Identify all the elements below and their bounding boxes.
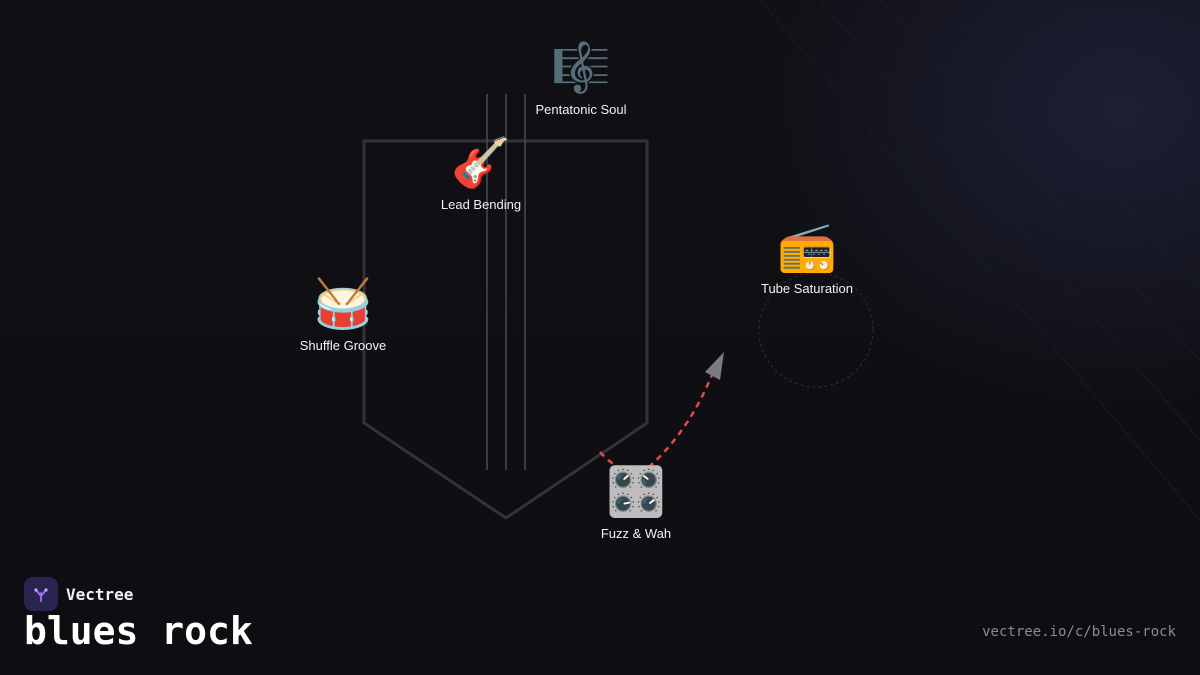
arrow-head <box>705 352 724 380</box>
pick-outline <box>362 139 649 520</box>
brand[interactable]: Vectree <box>24 577 133 611</box>
brand-name: Vectree <box>66 584 134 604</box>
sprout-icon <box>24 577 58 611</box>
node-fuzz-wah[interactable]: 🎛️ Fuzz & Wah <box>601 464 671 541</box>
guitar-icon: 🎸 <box>451 135 511 191</box>
connection-edge <box>599 369 716 472</box>
node-label: Shuffle Groove <box>299 338 387 353</box>
node-label: Lead Bending <box>440 197 522 212</box>
topic-title: blues rock <box>24 609 253 653</box>
musical-score-icon: 🎼 <box>551 40 611 96</box>
radio-icon: 📻 <box>777 219 837 275</box>
drum-icon: 🥁 <box>313 276 373 332</box>
node-label: Pentatonic Soul <box>535 102 627 117</box>
node-shuffle-groove[interactable]: 🥁 Shuffle Groove <box>300 276 386 353</box>
control-knobs-icon: 🎛️ <box>606 464 666 520</box>
node-label: Fuzz & Wah <box>600 526 672 541</box>
node-lead-bending[interactable]: 🎸 Lead Bending <box>441 135 521 212</box>
halo-circle <box>758 272 874 388</box>
page-url[interactable]: vectree.io/c/blues-rock <box>982 624 1176 640</box>
node-tube-saturation[interactable]: 📻 Tube Saturation <box>761 219 853 296</box>
node-pentatonic-soul[interactable]: 🎼 Pentatonic Soul <box>535 40 626 117</box>
node-label: Tube Saturation <box>760 281 854 296</box>
